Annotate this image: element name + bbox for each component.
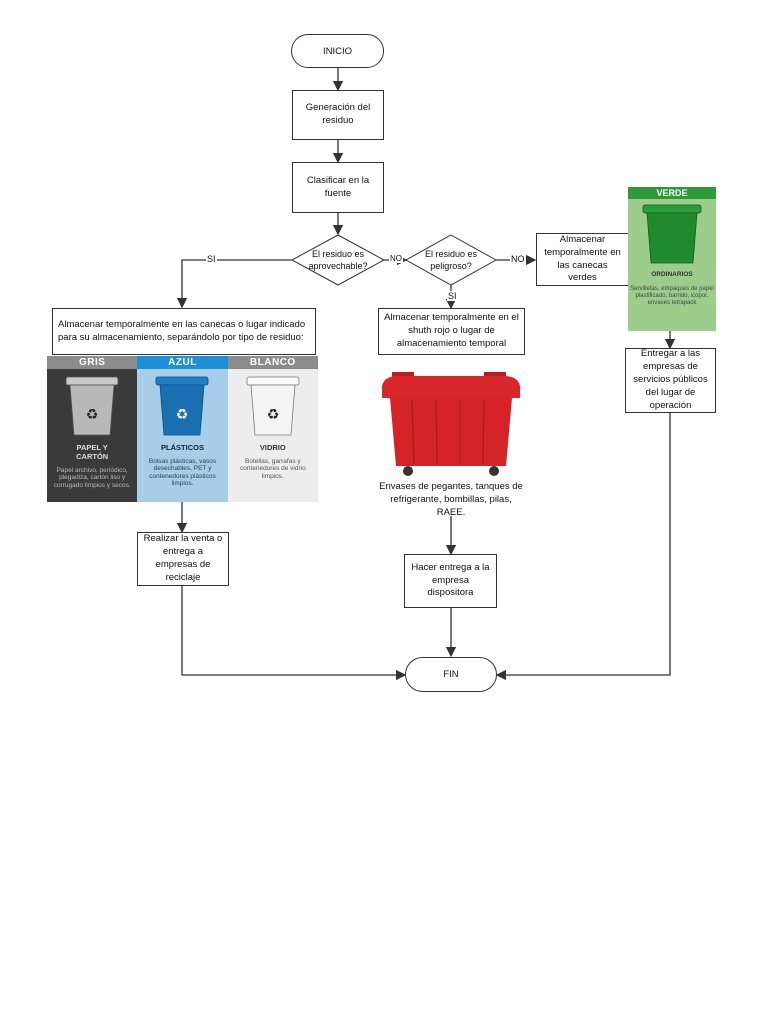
white-trash-can-icon: ♻ — [246, 376, 300, 436]
entregar-empresas-label: Entregar a las empresas de servicios púb… — [633, 348, 708, 411]
bin-blanco-name: VIDRIO — [259, 443, 286, 452]
almacenar-separando-label: Almacenar temporalmente en las canecas o… — [58, 318, 306, 343]
bin-blanco-header: BLANCO — [227, 356, 318, 369]
bin-gris-desc: Papel archivo, periódico, plegadiza, car… — [53, 467, 131, 489]
red-container-icon — [382, 372, 520, 476]
verde-name: ORDINARIOS — [651, 271, 693, 278]
almacenar-verdes-label: Almacenar temporalmente en las canecas v… — [544, 233, 621, 284]
svg-text:♻: ♻ — [267, 407, 280, 423]
almacenar-shuth-label: Almacenar temporalmente en el shuth rojo… — [384, 312, 519, 349]
clasificar-label: Clasificar en la fuente — [306, 174, 370, 199]
fin-label: FIN — [443, 669, 459, 680]
inicio-label: INICIO — [322, 45, 353, 57]
almacenar-verdes-box: Almacenar temporalmente en las canecas v… — [536, 233, 629, 286]
inicio-terminal: INICIO — [291, 34, 384, 68]
svg-text:♻: ♻ — [86, 407, 99, 423]
verde-desc: Servilletas, empaques de papel plastific… — [630, 286, 714, 306]
svg-text:♻: ♻ — [176, 407, 189, 423]
decision-aprovechable — [290, 234, 386, 286]
bin-blanco: BLANCO ♻ VIDRIO Botellas, garrafas y con… — [227, 356, 318, 502]
hacer-entrega-box: Hacer entrega a la empresa dispositora — [404, 554, 497, 608]
fin-terminal: FIN — [405, 657, 497, 692]
clasificar-box: Clasificar en la fuente — [292, 162, 384, 213]
bin-blanco-desc: Botellas, garrafas y contenedores de vid… — [239, 458, 306, 480]
aprovechable-label: El residuo es aprovechable? — [308, 249, 368, 272]
edge-si-left: SI — [206, 254, 217, 264]
hacer-entrega-label: Hacer entrega a la empresa dispositora — [411, 561, 490, 599]
decision-peligroso — [404, 234, 498, 286]
edge-no-middle: NO — [389, 254, 403, 263]
envases-label: Envases de pegantes, tanques de refriger… — [379, 481, 523, 518]
edge-si-down: SI — [447, 291, 458, 301]
verde-bin-panel: VERDE ORDINARIOS Servilletas, empaques d… — [628, 187, 716, 331]
bin-gris-name: PAPEL Y CARTÓN — [76, 443, 109, 461]
realizar-venta-label: Realizar la venta o entrega a empresas d… — [143, 533, 223, 583]
bin-azul-name: PLÁSTICOS — [161, 443, 204, 452]
entregar-empresas-box: Entregar a las empresas de servicios púb… — [625, 348, 716, 413]
generacion-label: Generación del residuo — [305, 102, 371, 126]
peligroso-label: El residuo es peligroso? — [424, 249, 478, 272]
bin-azul-desc: Bolsas plásticas, vasos desechables, PET… — [148, 458, 217, 488]
green-trash-can-icon — [642, 204, 702, 264]
blue-trash-can-icon: ♻ — [156, 376, 209, 436]
bin-azul: AZUL ♻ PLÁSTICOS Bolsas plásticas, vasos… — [137, 356, 228, 502]
edge-no-right: NO — [510, 254, 526, 264]
verde-header: VERDE — [628, 187, 716, 199]
realizar-venta-box: Realizar la venta o entrega a empresas d… — [137, 532, 229, 586]
bin-gris-header: GRIS — [47, 356, 138, 369]
gray-trash-can-icon: ♻ — [65, 376, 119, 436]
bin-azul-header: AZUL — [137, 356, 228, 369]
almacenar-shuth-box: Almacenar temporalmente en el shuth rojo… — [378, 308, 525, 355]
bin-gris: GRIS ♻ PAPEL Y CARTÓN Papel archivo, per… — [47, 356, 138, 502]
almacenar-separando-box: Almacenar temporalmente en las canecas o… — [52, 308, 316, 355]
recycling-bins-panel: GRIS ♻ PAPEL Y CARTÓN Papel archivo, per… — [47, 356, 318, 502]
generacion-box: Generación del residuo — [292, 90, 384, 140]
